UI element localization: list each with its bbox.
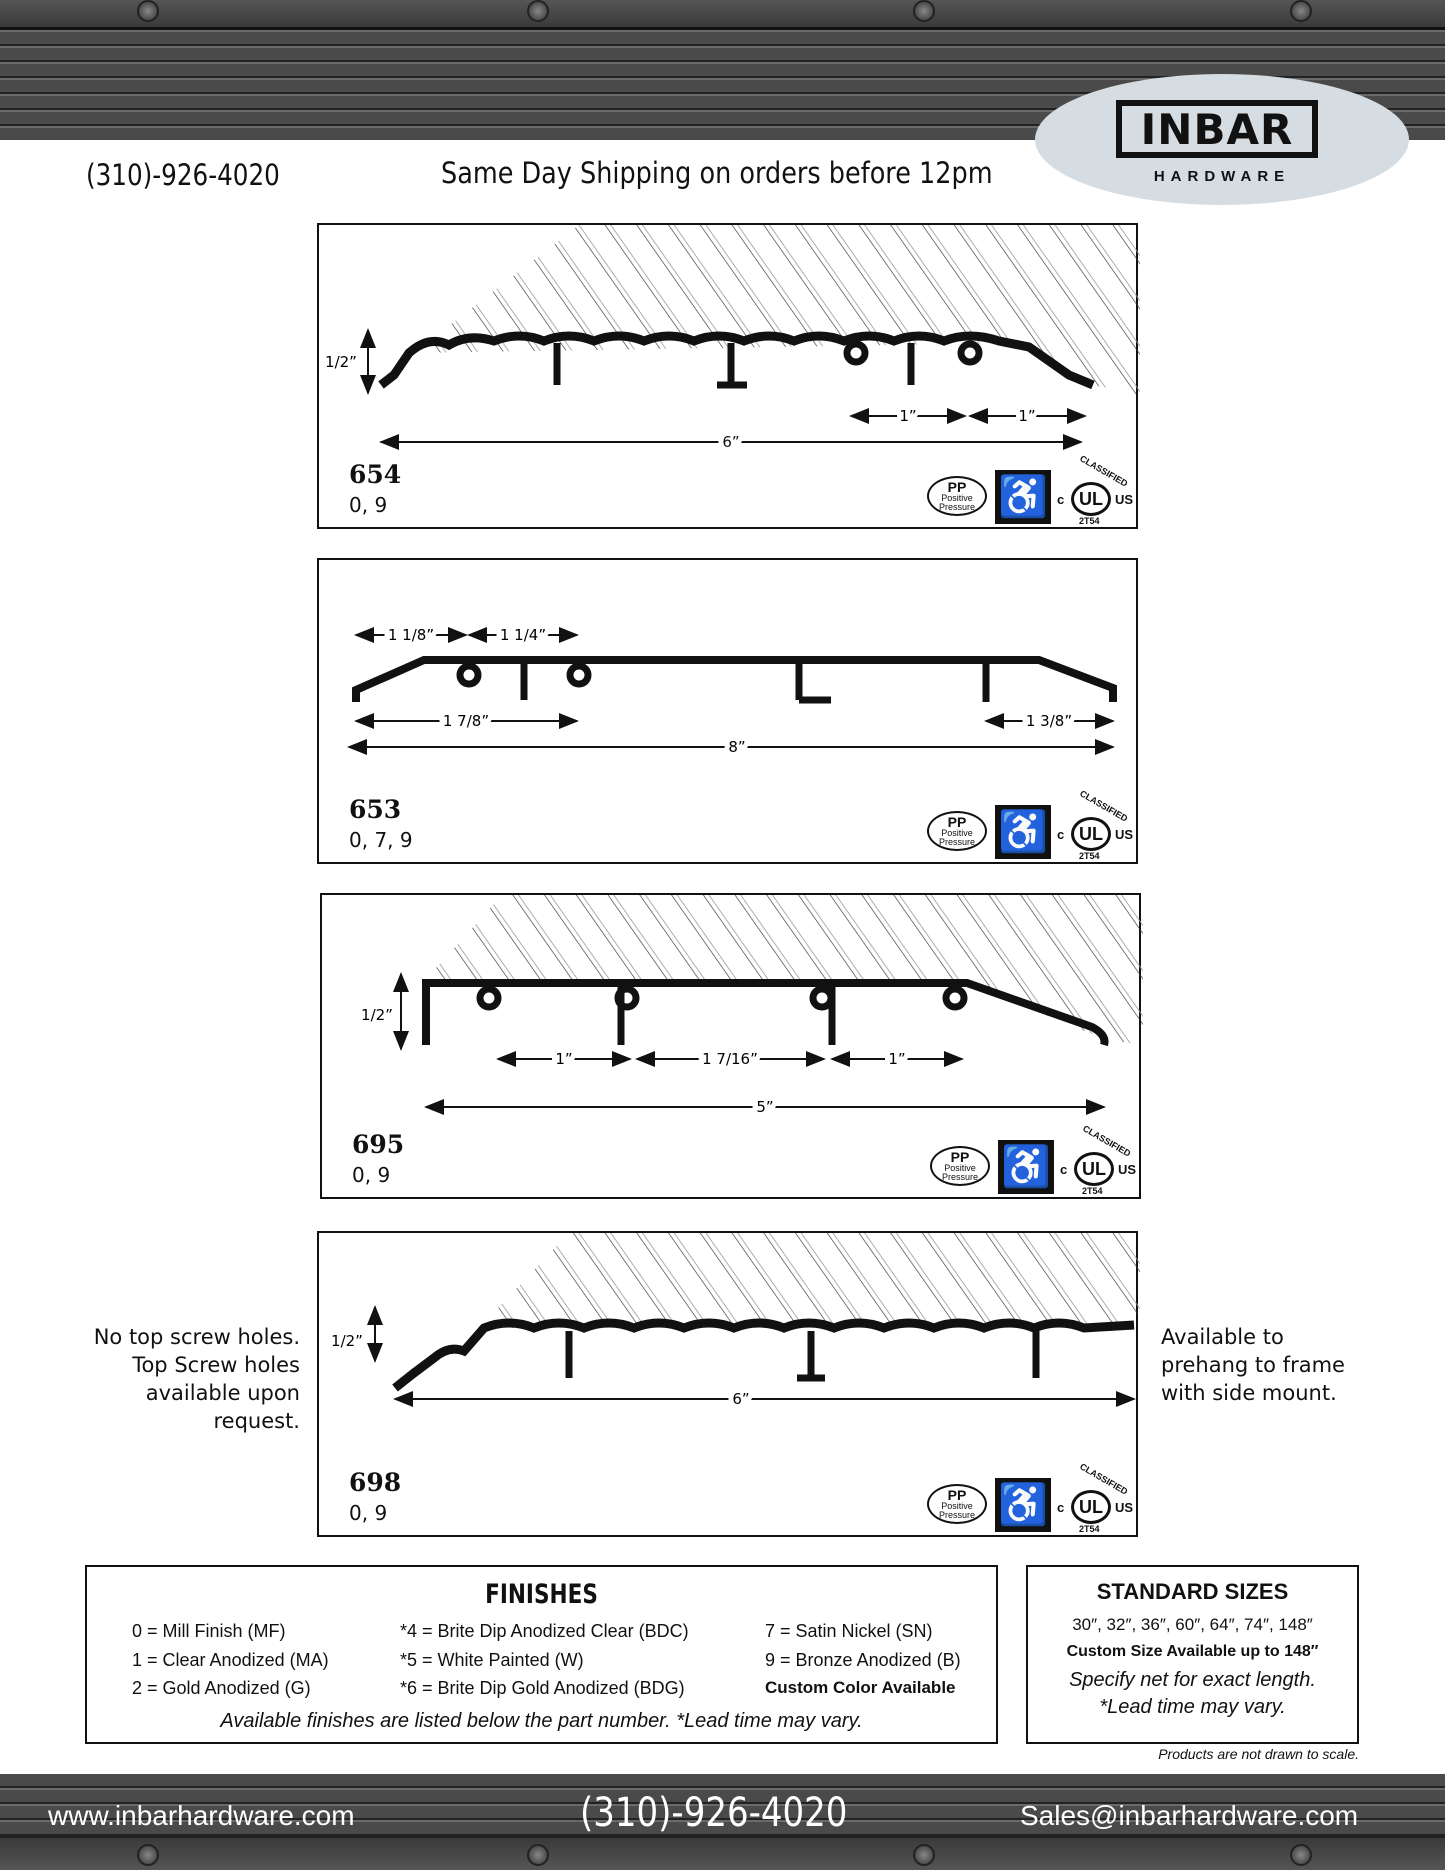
dim-height: 1/2” xyxy=(331,1332,363,1350)
disclaimer: Products are not drawn to scale. xyxy=(1158,1746,1359,1762)
dim-width: 8” xyxy=(728,738,745,756)
header-phone: (310)-926-4020 xyxy=(86,158,280,192)
dim-a: 1 1/8” xyxy=(388,626,434,644)
profile-drawing-654: 1/2” 6” 1” 1” xyxy=(325,225,1140,456)
dim-b: 1 1/4” xyxy=(500,626,546,644)
finishes-col-3: 7 = Satin Nickel (SN)9 = Bronze Anodized… xyxy=(765,1621,961,1697)
logo-text: INBAR xyxy=(1116,100,1318,158)
profile-drawing-698: 1/2” 6” xyxy=(326,1233,1140,1413)
logo-subtext: HARDWARE xyxy=(1153,168,1291,185)
header-band xyxy=(0,0,1445,140)
dim-c: 1” xyxy=(888,1050,905,1068)
dim-height: 1/2” xyxy=(361,1006,393,1024)
dim-b: 1 7/16” xyxy=(702,1050,758,1068)
dim-a: 1” xyxy=(555,1050,572,1068)
finishes-col-1: 0 = Mill Finish (MF)1 = Clear Anodized (… xyxy=(132,1621,329,1698)
sizes-specify: Specify net for exact length. xyxy=(1069,1669,1316,1691)
bolt-icon xyxy=(913,1844,935,1866)
sizes-title: STANDARD SIZES xyxy=(1096,1579,1289,1604)
dim-height: 1/2” xyxy=(325,353,357,371)
bolt-icon xyxy=(913,0,935,22)
footer-email-link[interactable]: Sales@inbarhardware.com xyxy=(1020,1800,1359,1831)
wheelchair-icon: ♿ xyxy=(995,470,1051,524)
bolt-icon xyxy=(137,1844,159,1866)
finishes-box: FINISHES 0 = Mill Finish (MF)1 = Clear A… xyxy=(85,1565,998,1744)
bolt-icon xyxy=(1290,1844,1312,1866)
part-finishes: 0, 7, 9 xyxy=(349,828,413,852)
finishes-title: FINISHES xyxy=(485,1579,598,1610)
footer-band xyxy=(0,1774,1445,1870)
dim-c: 1 7/8” xyxy=(443,712,489,730)
dim-b: 1” xyxy=(1018,407,1035,425)
part-finishes: 0, 9 xyxy=(352,1163,391,1187)
sizes-list: 30″, 32″, 36″, 60″, 64″, 74″, 148″ xyxy=(1072,1615,1313,1634)
part-number: 654 xyxy=(349,460,402,489)
inbar-logo: INBAR HARDWARE xyxy=(1035,74,1409,205)
sizes-lead: *Lead time may vary. xyxy=(1099,1696,1286,1718)
bolt-icon xyxy=(137,0,159,22)
product-panel-653: 1 1/8” 1 1/4” 1 7/8” 1 3/8” 8” 653 0, 7, 9 P… xyxy=(317,558,1138,864)
finishes-col-2: *4 = Brite Dip Anodized Clear (BDC)*5 = … xyxy=(400,1621,689,1698)
footer-website-link[interactable]: www.inbarhardware.com xyxy=(48,1800,355,1831)
dim-width: 6” xyxy=(732,1390,749,1408)
shipping-notice: Same Day Shipping on orders before 12pm xyxy=(441,156,993,190)
part-number: 695 xyxy=(352,1130,405,1159)
sizes-box: STANDARD SIZES 30″, 32″, 36″, 60″, 64″, … xyxy=(1026,1565,1359,1744)
wheelchair-icon: ♿ xyxy=(995,805,1051,859)
dim-width: 5” xyxy=(756,1098,773,1116)
footer-phone: (310)-926-4020 xyxy=(580,1790,848,1836)
part-finishes: 0, 9 xyxy=(349,1501,388,1525)
part-finishes: 0, 9 xyxy=(349,493,388,517)
wheelchair-icon: ♿ xyxy=(998,1140,1054,1194)
profile-drawing-695: 1/2” 1” 1 7/16” 1” 5” xyxy=(356,895,1143,1121)
sizes-custom: Custom Size Available up to 148″ xyxy=(1066,1643,1319,1660)
part-number: 653 xyxy=(349,795,402,824)
profile-drawing-653: 1 1/8” 1 1/4” 1 7/8” 1 3/8” 8” xyxy=(347,621,1117,761)
dim-d: 1 3/8” xyxy=(1026,712,1072,730)
part-number: 698 xyxy=(349,1468,402,1497)
dim-width: 6” xyxy=(722,433,739,451)
bolt-icon xyxy=(527,0,549,22)
finishes-note: Available finishes are listed below the … xyxy=(220,1710,863,1732)
bolt-icon xyxy=(527,1844,549,1866)
wheelchair-icon: ♿ xyxy=(995,1478,1051,1532)
bolt-icon xyxy=(1290,0,1312,22)
dim-a: 1” xyxy=(899,407,916,425)
